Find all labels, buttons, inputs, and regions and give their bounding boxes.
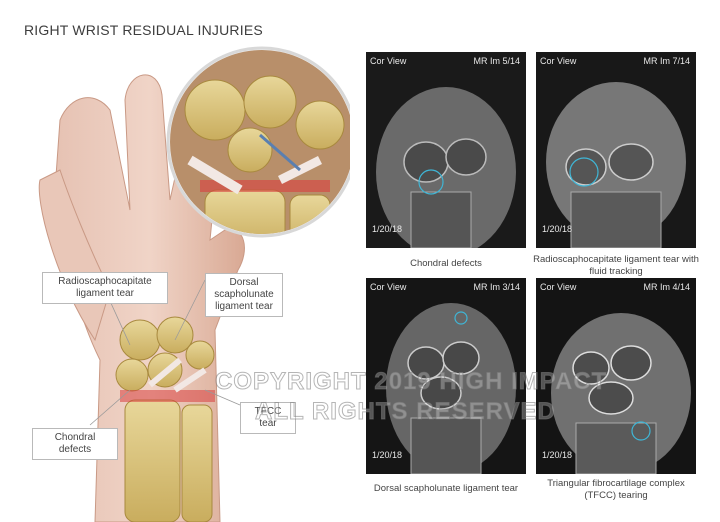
marker-circle (631, 421, 651, 441)
marker-circle (569, 157, 599, 187)
chondral-label: Chondral defects (32, 428, 118, 460)
leader-lines (89, 279, 241, 426)
page-title: RIGHT WRIST RESIDUAL INJURIES (24, 22, 263, 38)
mri-image (366, 278, 526, 474)
radioscaphocapitate-label: Radioscaphocapitate ligament tear (42, 272, 168, 304)
marker-circle (418, 169, 444, 195)
mri-panel-3: Cor View MR Im 3/14 1/20/18 (366, 278, 526, 474)
magnified-view (166, 46, 350, 238)
mri-view: Cor View (540, 282, 577, 292)
mri-caption-3: Dorsal scapholunate ligament tear (373, 483, 519, 494)
mri-date: 1/20/18 (542, 224, 573, 234)
mri-date: 1/20/18 (372, 450, 403, 460)
mri-date: 1/20/18 (542, 450, 573, 460)
watermark-line-1: COPYRIGHT 2019 HIGH IMPACT (214, 368, 608, 396)
mri-image (536, 52, 696, 248)
mri-view: Cor View (540, 56, 577, 66)
marker-circle (454, 311, 468, 325)
mri-panel-1: Cor View MR Im 5/14 1/20/18 (366, 52, 526, 248)
mri-image-number: MR Im 4/14 (643, 282, 690, 292)
mri-image-number: MR Im 7/14 (643, 56, 690, 66)
mri-date: 1/20/18 (372, 224, 403, 234)
dorsal-scapholunate-label: Dorsal scapholunate ligament tear (205, 273, 283, 317)
mri-caption-1: Chondral defects (410, 258, 482, 269)
mri-image (366, 52, 526, 248)
wrist-illustration (38, 46, 350, 522)
mri-view: Cor View (370, 56, 407, 66)
mri-caption-2: Radioscaphocapitate ligament tear with f… (533, 254, 699, 277)
watermark-line-2: ALL RIGHTS RESERVED (255, 398, 556, 426)
mri-caption-4: Triangular fibrocartilage complex (TFCC)… (547, 478, 685, 501)
mri-panel-2: Cor View MR Im 7/14 1/20/18 (536, 52, 696, 248)
mri-view: Cor View (370, 282, 407, 292)
wrist-bones (115, 316, 215, 522)
mri-image (536, 278, 696, 474)
tfcc-label: TFCC tear (240, 402, 296, 434)
mri-image-number: MR Im 5/14 (473, 56, 520, 66)
mri-panel-4: Cor View MR Im 4/14 1/20/18 (536, 278, 696, 474)
mri-image-number: MR Im 3/14 (473, 282, 520, 292)
